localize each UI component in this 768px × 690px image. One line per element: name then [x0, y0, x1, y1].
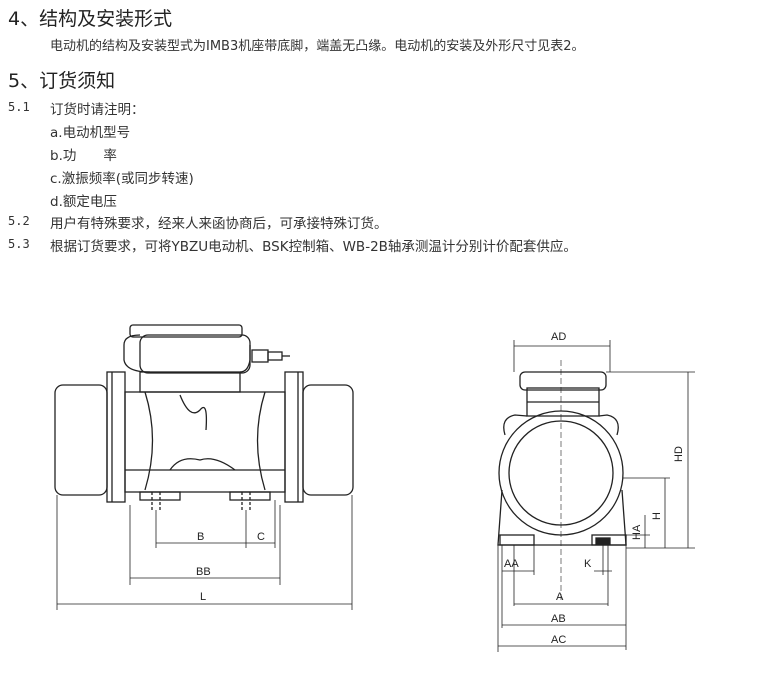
dim-label-hd: HD: [673, 446, 685, 462]
dim-label-a: A: [556, 591, 564, 603]
dim-label-aa: AA: [504, 558, 519, 570]
section-4-body: 电动机的结构及安装型式为IMB3机座带底脚，端盖无凸缘。电动机的安装及外形尺寸见…: [50, 39, 585, 54]
dim-label-k: K: [584, 558, 592, 570]
section-4-heading: 4、结构及安装形式: [8, 8, 173, 30]
dim-label-l: L: [200, 591, 206, 603]
dim-label-ad: AD: [551, 331, 566, 343]
item-number: 5.3: [8, 237, 30, 251]
list-item: 用户有特殊要求，经来人来函协商后，可承接特殊订货。: [50, 216, 388, 232]
item-number: 5.2: [8, 214, 30, 228]
section-5-heading: 5、订货须知: [8, 70, 116, 92]
dim-label-ab: AB: [551, 613, 566, 625]
dim-label-c: C: [257, 531, 265, 543]
end-view: [497, 340, 695, 652]
list-item: d.额定电压: [50, 194, 117, 210]
list-item: c.激振频率(或同步转速): [50, 171, 194, 187]
dim-label-h: H: [651, 512, 663, 520]
list-item: b.功 率: [50, 148, 117, 164]
list-item: 根据订货要求，可将YBZU电动机、BSK控制箱、WB-2B轴承测温计分别计价配套…: [50, 239, 577, 255]
dim-label-ac: AC: [551, 634, 566, 646]
list-item: a.电动机型号: [50, 125, 131, 141]
dim-label-bb: BB: [196, 566, 211, 578]
side-view: [54, 324, 354, 610]
dim-label-b: B: [197, 531, 204, 543]
item-number: 5.1: [8, 100, 30, 114]
list-item: 订货时请注明：: [50, 102, 145, 118]
dim-label-ha: HA: [631, 524, 643, 540]
